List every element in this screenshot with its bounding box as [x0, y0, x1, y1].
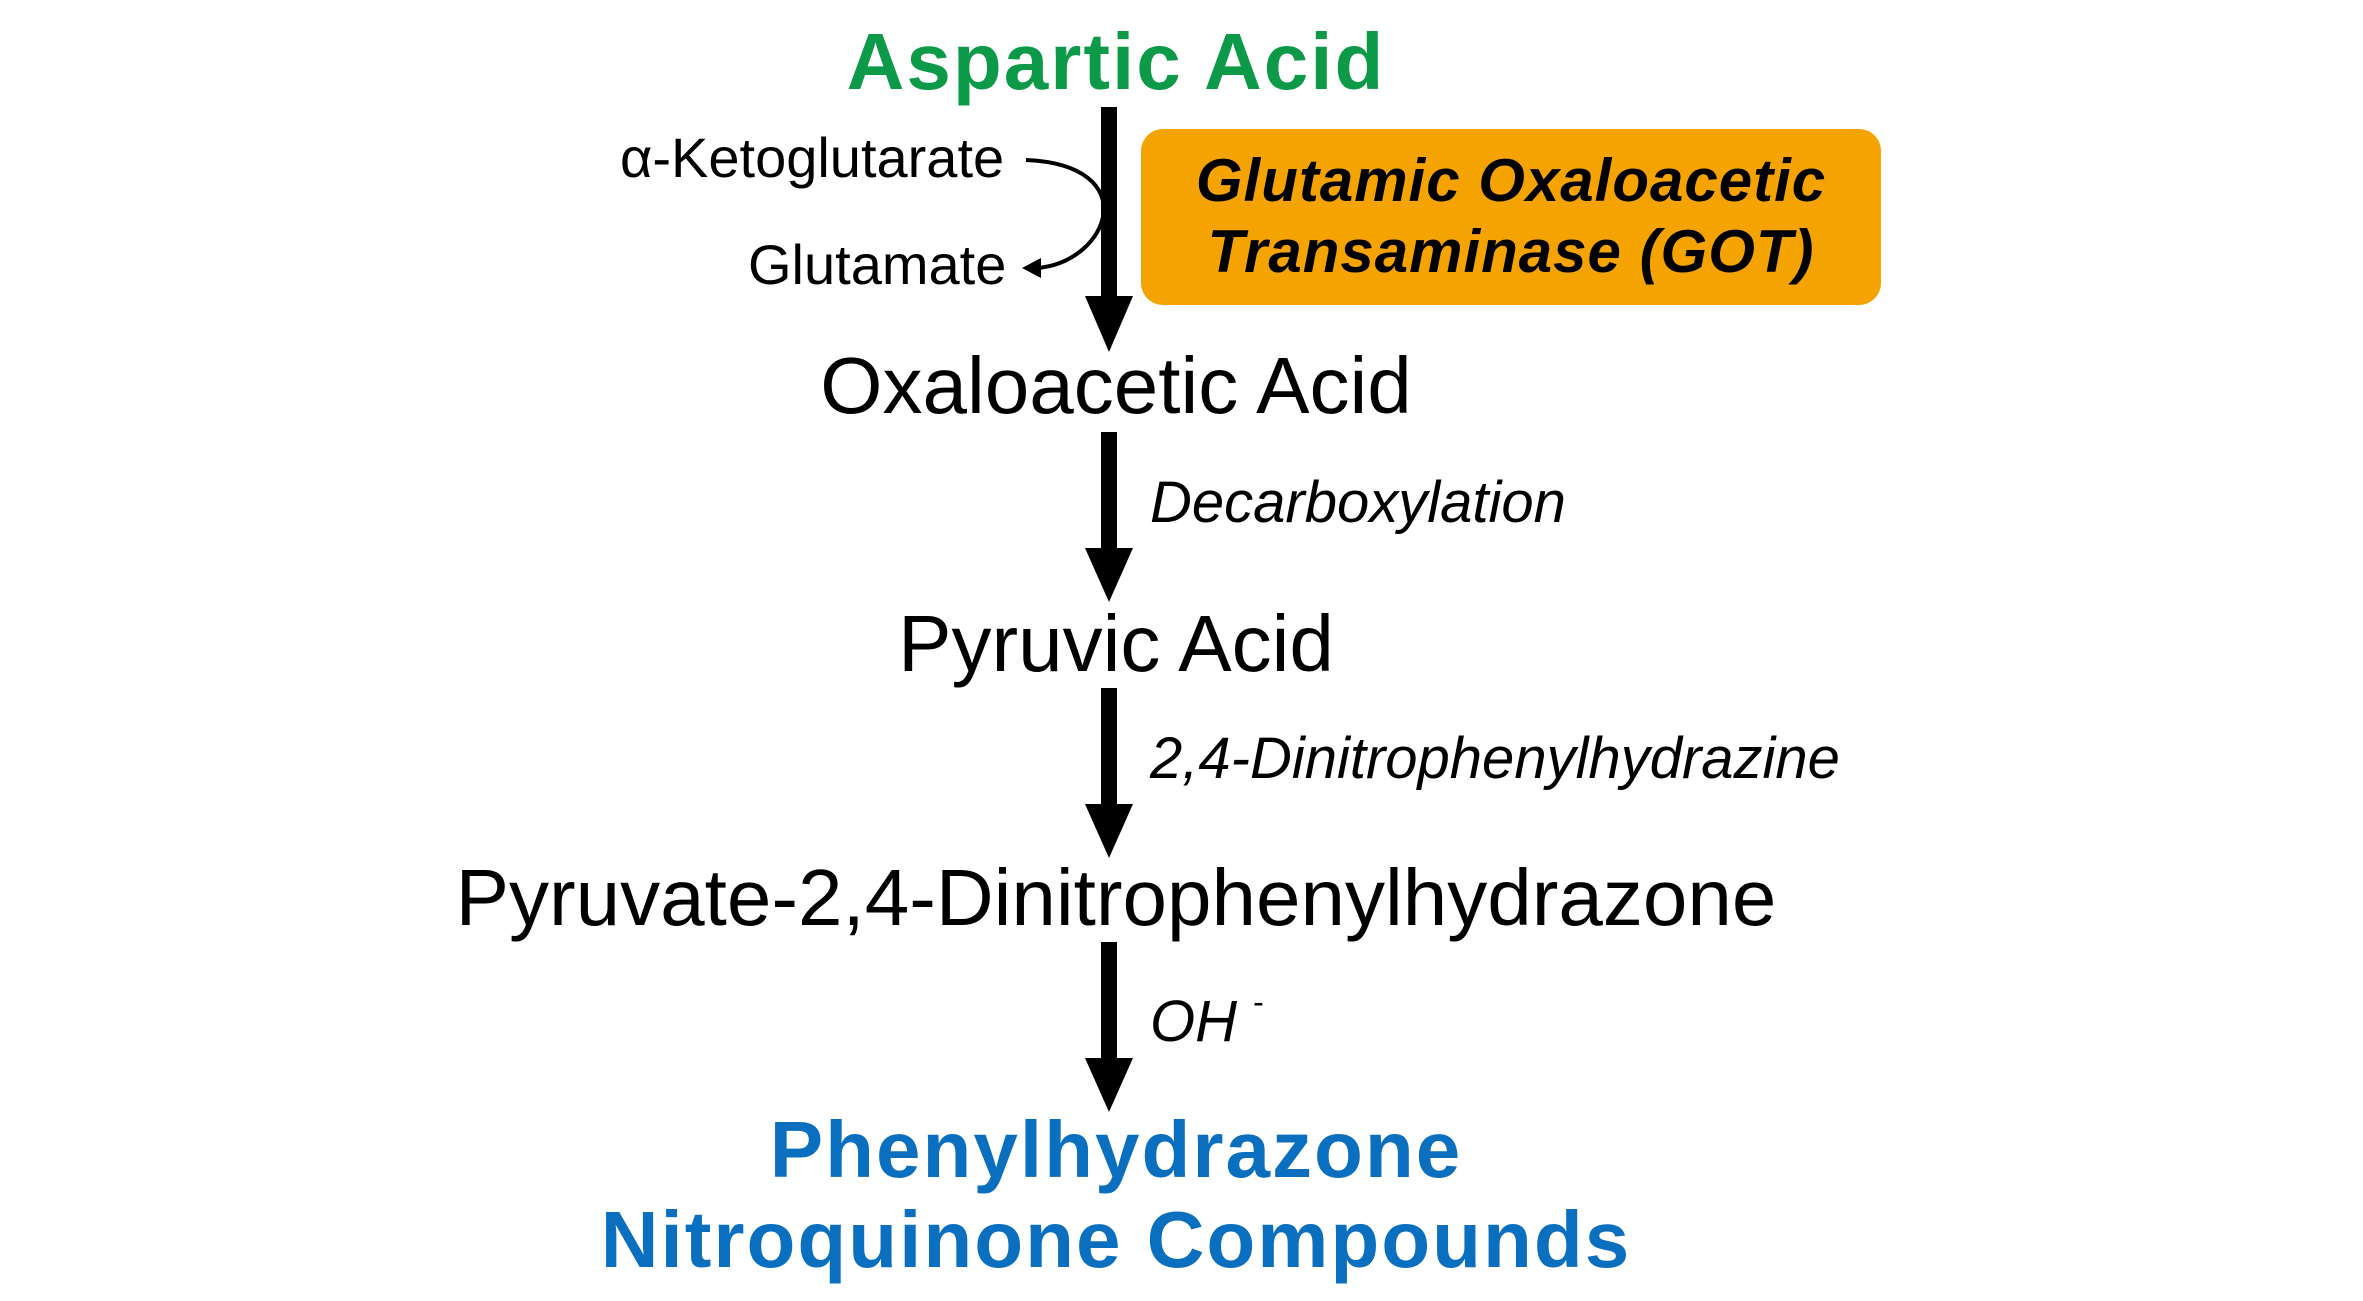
curved-arrow-icon — [1022, 158, 1106, 278]
cosubstrate-out-label: Glutamate — [748, 233, 1007, 296]
step-label-dnph: 2,4-Dinitrophenylhydrazine — [1150, 726, 1840, 791]
hydroxide-charge: - — [1253, 984, 1264, 1020]
enzyme-name-line2: Transaminase (GOT) — [1207, 218, 1815, 285]
step-label-decarboxylation: Decarboxylation — [1150, 470, 1566, 535]
down-arrow-icon — [1085, 432, 1133, 602]
hydroxide-label: OH — [1150, 989, 1237, 1054]
start-compound: Aspartic Acid — [846, 17, 1386, 106]
final-product-line2: Nitroquinone Compounds — [600, 1195, 1632, 1284]
enzyme-name-line1: Glutamic Oxaloacetic — [1195, 147, 1827, 215]
intermediate-pyruvic-acid: Pyruvic Acid — [898, 599, 1334, 688]
final-product-line1: Phenylhydrazone — [769, 1105, 1463, 1194]
intermediate-oxaloacetic-acid: Oxaloacetic Acid — [820, 341, 1412, 430]
down-arrow-icon — [1085, 107, 1133, 352]
down-arrow-icon — [1085, 942, 1133, 1112]
intermediate-pyruvate-dnph: Pyruvate-2,4-Dinitrophenylhydrazone — [455, 853, 1777, 942]
down-arrow-icon — [1085, 688, 1133, 858]
enzyme-box: Glutamic Oxaloacetic Transaminase (GOT) — [1141, 129, 1881, 305]
cosubstrate-in-label: α-Ketoglutarate — [620, 126, 1005, 189]
step-label-hydroxide: OH - — [1150, 986, 1264, 1051]
